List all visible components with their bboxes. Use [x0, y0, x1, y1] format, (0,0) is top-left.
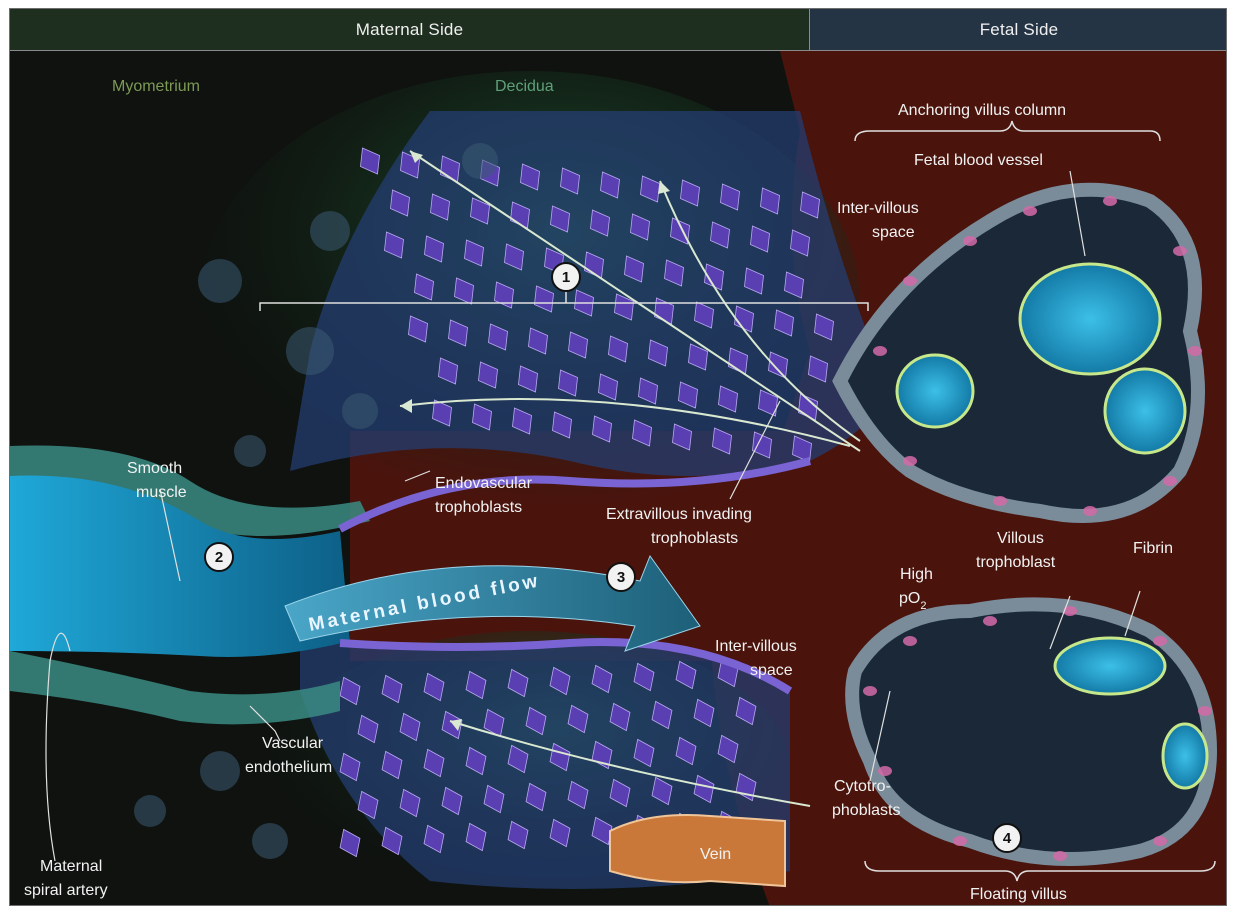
marker-3: 3: [607, 563, 635, 591]
floating-villus-label: Floating villus: [970, 886, 1067, 903]
high-po2-po: pO: [899, 590, 920, 607]
placenta-illustration: Maternal blood flow Vein: [10, 51, 1227, 906]
cytotrophoblast-nucleus: [863, 686, 877, 696]
vascular-endothelium-line2: endothelium: [245, 759, 332, 776]
cytotrophoblast-nucleus: [1173, 246, 1187, 256]
maternal-spiral-artery-line2: spiral artery: [24, 882, 108, 899]
fetal-blood-vessel-right: [1105, 369, 1185, 453]
high-po2-line1: High: [900, 566, 933, 583]
cytotrophoblast-nucleus: [1198, 706, 1212, 716]
cytotrophoblast-nucleus: [903, 456, 917, 466]
maternal-spiral-artery-line1: Maternal: [40, 858, 102, 875]
marker-4-text: 4: [1003, 830, 1012, 847]
vein-shape: [610, 815, 785, 886]
cytotrophoblast-nucleus: [903, 276, 917, 286]
marker-4: 4: [993, 824, 1021, 852]
cytotrophoblast-nucleus: [1023, 206, 1037, 216]
intervillous-space-mid-line2: space: [750, 662, 793, 679]
vein-label: Vein: [700, 846, 731, 863]
extravillous-trophoblasts-line2: trophoblasts: [651, 530, 738, 547]
cytotrophoblasts-line1: Cytotro-: [834, 778, 891, 795]
cytotrophoblasts-line2: phoblasts: [832, 802, 901, 819]
cytotrophoblast-nucleus: [1153, 636, 1167, 646]
extravillous-trophoblasts-line1: Extravillous invading: [606, 506, 752, 523]
marker-3-text: 3: [617, 569, 625, 586]
vascular-endothelium-line1: Vascular: [262, 735, 324, 752]
intervillous-space-top-line2: space: [872, 224, 915, 241]
smooth-muscle-line1: Smooth: [127, 460, 182, 477]
villous-trophoblast-line1: Villous: [997, 530, 1044, 547]
intervillous-space-top-line1: Inter-villous: [837, 200, 919, 217]
villous-trophoblast-line2: trophoblast: [976, 554, 1056, 571]
marker-1-text: 1: [562, 269, 570, 286]
cytotrophoblast-nucleus: [873, 346, 887, 356]
smooth-muscle-lower: [10, 651, 340, 724]
cytotrophoblast-nucleus: [1053, 851, 1067, 861]
fibrin-label: Fibrin: [1133, 540, 1173, 557]
endovascular-trophoblasts-line1: Endovascular: [435, 475, 533, 492]
intervillous-space-mid-line1: Inter-villous: [715, 638, 797, 655]
cytotrophoblast-nucleus: [983, 616, 997, 626]
decidua-label: Decidua: [495, 78, 554, 95]
smooth-muscle-line2: muscle: [136, 484, 187, 501]
cytotrophoblast-nucleus: [993, 496, 1007, 506]
cytotrophoblast-nucleus: [1103, 196, 1117, 206]
fetal-blood-vessel-label: Fetal blood vessel: [914, 152, 1043, 169]
marker-2-text: 2: [215, 549, 223, 566]
cytotrophoblast-nucleus: [878, 766, 892, 776]
cytotrophoblast-nucleus: [1188, 346, 1202, 356]
fetal-blood-vessel-left: [897, 355, 973, 427]
fetal-side-header: Fetal Side: [810, 9, 1227, 51]
fetal-blood-vessel-floating: [1055, 638, 1165, 694]
cytotrophoblast-nucleus: [1163, 476, 1177, 486]
myometrium-label: Myometrium: [112, 78, 200, 95]
fetal-blood-vessel-large: [1020, 264, 1160, 374]
cytotrophoblast-nucleus: [953, 836, 967, 846]
cytotrophoblast-nucleus: [1153, 836, 1167, 846]
fetal-blood-vessel-floating-right: [1163, 724, 1207, 788]
marker-2: 2: [205, 543, 233, 571]
marker-1: 1: [552, 263, 580, 291]
diagram-frame: Maternal Side Fetal Side: [9, 8, 1227, 906]
cytotrophoblast-nucleus: [1083, 506, 1097, 516]
anchoring-villus-column-label: Anchoring villus column: [898, 102, 1066, 119]
cytotrophoblast-nucleus: [903, 636, 917, 646]
cytotrophoblast-nucleus: [963, 236, 977, 246]
endovascular-trophoblasts-line2: trophoblasts: [435, 499, 522, 516]
high-po2-subscript: 2: [920, 600, 926, 612]
maternal-side-header: Maternal Side: [10, 9, 810, 51]
